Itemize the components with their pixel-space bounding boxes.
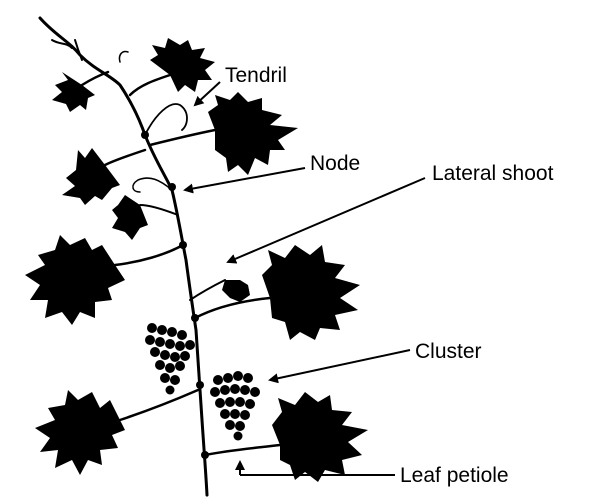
- leaf-top-left: [52, 72, 95, 112]
- leaf-upper-right: [208, 92, 298, 175]
- leaf-tiny-lateral: [222, 280, 250, 302]
- cluster-leader: [270, 350, 410, 380]
- leaf-lower-left: [35, 390, 125, 475]
- cluster-upper: [145, 323, 195, 395]
- tendril-leader: [195, 82, 220, 105]
- leaf-lower-right: [272, 392, 368, 482]
- leaf-top-right: [150, 38, 215, 92]
- leaf-mid-left: [25, 235, 125, 325]
- leaf-small-lateral: [112, 195, 148, 240]
- lateral-shoot-leader: [228, 178, 425, 262]
- cluster-lower: [210, 371, 260, 441]
- label-leaf-petiole: Leaf petiole: [400, 464, 509, 487]
- label-cluster: Cluster: [415, 340, 482, 363]
- leaf-mid-right: [262, 245, 360, 340]
- label-tendril: Tendril: [225, 64, 287, 87]
- label-node: Node: [310, 152, 360, 175]
- leaf-upper-left: [62, 148, 120, 205]
- label-lateral-shoot: Lateral shoot: [432, 162, 554, 185]
